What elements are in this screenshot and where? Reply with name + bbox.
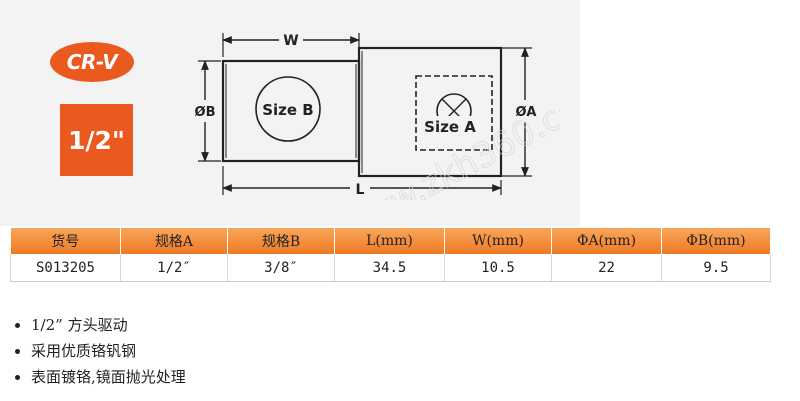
dia-b-label: ØB bbox=[195, 105, 216, 120]
dia-a-dimension: ØA bbox=[501, 47, 540, 177]
bullet-icon bbox=[15, 374, 20, 380]
product-hero: CR-V 1/2" W ØB Size bbox=[0, 0, 580, 226]
size-b-circle bbox=[255, 76, 321, 142]
size-a-label: Size A bbox=[424, 118, 476, 136]
cell-l: 34.5 bbox=[334, 254, 445, 282]
cell-w: 10.5 bbox=[444, 254, 552, 282]
cell-size-a: 1/2″ bbox=[120, 254, 228, 282]
l-dimension: L bbox=[222, 166, 502, 198]
l-label: L bbox=[356, 182, 365, 198]
crv-logo-text: CR-V bbox=[66, 50, 118, 74]
w-label: W bbox=[283, 33, 298, 49]
feature-item: 表面镀铬,镜面抛光处理 bbox=[10, 364, 186, 390]
col-header-size-a: 规格A bbox=[120, 228, 228, 254]
size-a-hidden-square bbox=[415, 75, 493, 151]
col-header-dia-b: ΦB(mm) bbox=[661, 228, 771, 254]
drive-size-badge: 1/2" bbox=[60, 104, 133, 176]
feature-text: 采用优质铬钒钢 bbox=[31, 342, 137, 360]
feature-item: 1/2” 方头驱动 bbox=[10, 312, 186, 338]
bullet-icon bbox=[15, 348, 20, 354]
drive-size-text: 1/2" bbox=[68, 125, 125, 155]
size-b-label: Size B bbox=[262, 101, 314, 119]
technical-drawing: W ØB Size B Size A ØA bbox=[192, 29, 560, 200]
col-header-w: W(mm) bbox=[444, 228, 552, 254]
feature-text: 1/2” 方头驱动 bbox=[31, 316, 128, 334]
col-header-size-b: 规格B bbox=[227, 228, 335, 254]
w-dimension: W bbox=[222, 29, 360, 57]
table-row: S013205 1/2″ 3/8″ 34.5 10.5 22 9.5 bbox=[10, 254, 771, 282]
cell-dia-a: 22 bbox=[551, 254, 662, 282]
cell-size-b: 3/8″ bbox=[227, 254, 335, 282]
table-header-row: 货号 规格A 规格B L(mm) W(mm) ΦA(mm) ΦB(mm) bbox=[10, 228, 771, 254]
cell-dia-b: 9.5 bbox=[661, 254, 771, 282]
col-header-part-no: 货号 bbox=[10, 228, 121, 254]
crv-logo: CR-V bbox=[50, 42, 134, 82]
dia-a-label: ØA bbox=[516, 105, 537, 120]
bullet-icon bbox=[15, 322, 20, 328]
cell-part-no: S013205 bbox=[10, 254, 121, 282]
feature-list: 1/2” 方头驱动 采用优质铬钒钢 表面镀铬,镜面抛光处理 bbox=[10, 312, 186, 390]
spec-table: 货号 规格A 规格B L(mm) W(mm) ΦA(mm) ΦB(mm) S01… bbox=[10, 228, 771, 282]
feature-text: 表面镀铬,镜面抛光处理 bbox=[31, 368, 186, 386]
feature-item: 采用优质铬钒钢 bbox=[10, 338, 186, 364]
col-header-l: L(mm) bbox=[334, 228, 445, 254]
col-header-dia-a: ΦA(mm) bbox=[551, 228, 662, 254]
dia-b-dimension: ØB bbox=[192, 60, 221, 162]
large-square-body bbox=[357, 46, 503, 178]
